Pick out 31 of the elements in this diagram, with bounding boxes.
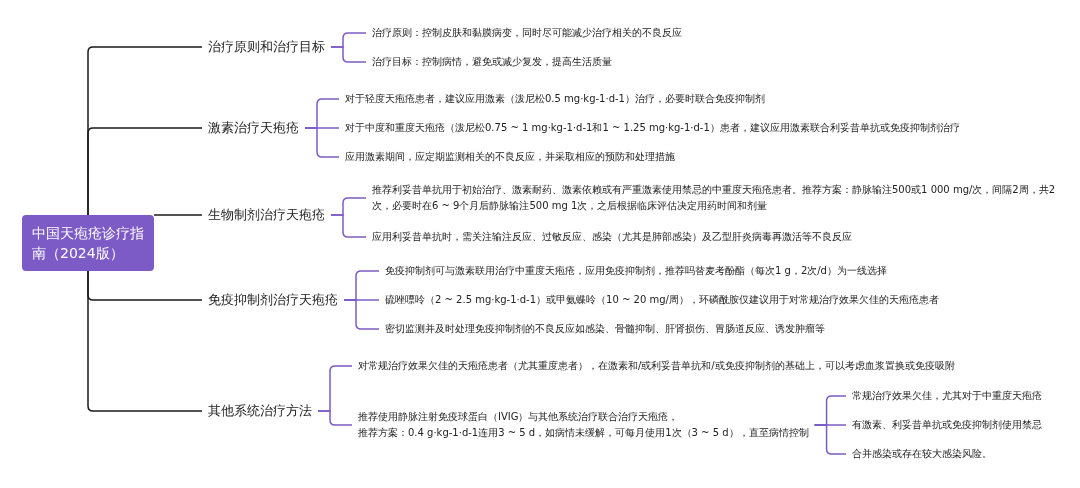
topic-text: 有激素、利妥昔单抗或免疫抑制剂使用禁忌 bbox=[852, 417, 1042, 433]
topic-text: 对于轻度天疱疮患者，建议应用激素（泼尼松0.5 mg·kg-1·d-1）治疗，必要时联合免疫抑制剂 bbox=[345, 91, 765, 107]
connector-line bbox=[813, 424, 847, 455]
connector-line bbox=[330, 46, 367, 63]
connector-line bbox=[304, 127, 340, 158]
topic-text: 合并感染或存在较大感染风险。 bbox=[852, 446, 992, 462]
connector-line bbox=[317, 410, 353, 426]
topic-text-line: 推荐方案：0.4 g·kg-1·d-1连用3 ~ 5 d，如病情未缓解，可每月使用1次（3 ~ 5 d），直至病情控制 bbox=[358, 426, 809, 440]
topic-text: 密切监测并及时处理免疫抑制剂的不良反应如感染、骨髓抑制、肝肾损伤、胃肠道反应、诱发肿瘤等 bbox=[385, 321, 825, 337]
topic-text: 治疗原则：控制皮肤和黏膜病变，同时尽可能减少治疗相关的不良反应 bbox=[372, 25, 682, 41]
branch-topic: 其他系统治疗方法 bbox=[208, 402, 312, 420]
topic-text: 推荐利妥昔单抗用于初始治疗、激素耐药、激素依赖或有严重激素使用禁忌的中重度天疱疮患者。推荐方案：静脉输注500或1 000 mg/次，间隔2周，共2次，必要时在6 ~ 9个月后静脉输注500 mg 1次，之后根据临床评估决定用药时间和剂量 bbox=[372, 182, 1062, 214]
connector-line bbox=[343, 299, 380, 330]
topic-text: 治疗目标：控制病情，避免或减少复发，提高生活质量 bbox=[372, 54, 612, 70]
connector-line bbox=[330, 214, 367, 238]
branch-topic: 激素治疗天疱疮 bbox=[208, 119, 299, 137]
topic-text: 硫唑嘌呤（2 ~ 2.5 mg·kg-1·d-1）或甲氨蝶呤（10 ~ 20 mg/周），环磷酰胺仅建议用于对常规治疗效果欠佳的天疱疮患者 bbox=[385, 292, 939, 308]
topic-text: 应用利妥昔单抗时，需关注输注反应、过敏反应、感染（尤其是肺部感染）及乙型肝炎病毒再激活等不良反应 bbox=[372, 229, 852, 245]
connector-line bbox=[153, 214, 203, 216]
topic-text: 应用激素期间，应定期监测相关的不良反应，并采取相应的预防和处理措施 bbox=[345, 149, 675, 165]
root-topic-box: 中国天疱疮诊疗指南（2024版） bbox=[22, 215, 154, 271]
topic-text: 对于中度和重度天疱疮（泼尼松0.75 ~ 1 mg·kg-1·d-1和1 ~ 1.25 mg·kg-1·d-1）患者，建议应用激素联合利妥昔单抗或免疫抑制剂治疗 bbox=[345, 120, 960, 136]
branch-topic: 生物制剂治疗天疱疮 bbox=[208, 206, 325, 224]
branch-topic: 治疗原则和治疗目标 bbox=[208, 38, 325, 56]
topic-text: 对常规治疗效果欠佳的天疱疮患者（尤其重度患者），在激素和/或利妥昔单抗和/或免疫抑制剂的基础上，可以考虑血浆置换或免疫吸附 bbox=[358, 358, 955, 374]
topic-text: 免疫抑制剂可与激素联用治疗中重度天疱疮，应用免疫抑制剂，推荐吗替麦考酚酯（每次1 g，2次/d）为一线选择 bbox=[385, 263, 887, 279]
topic-text-line: 推荐使用静脉注射免疫球蛋白（IVIG）与其他系统治疗联合治疗天疱疮， bbox=[358, 410, 680, 424]
branch-topic: 免疫抑制剂治疗天疱疮 bbox=[208, 291, 338, 309]
connector-line bbox=[87, 270, 203, 412]
topic-text: 常规治疗效果欠佳，尤其对于中重度天疱疮 bbox=[852, 388, 1042, 404]
connector-line bbox=[87, 127, 203, 216]
